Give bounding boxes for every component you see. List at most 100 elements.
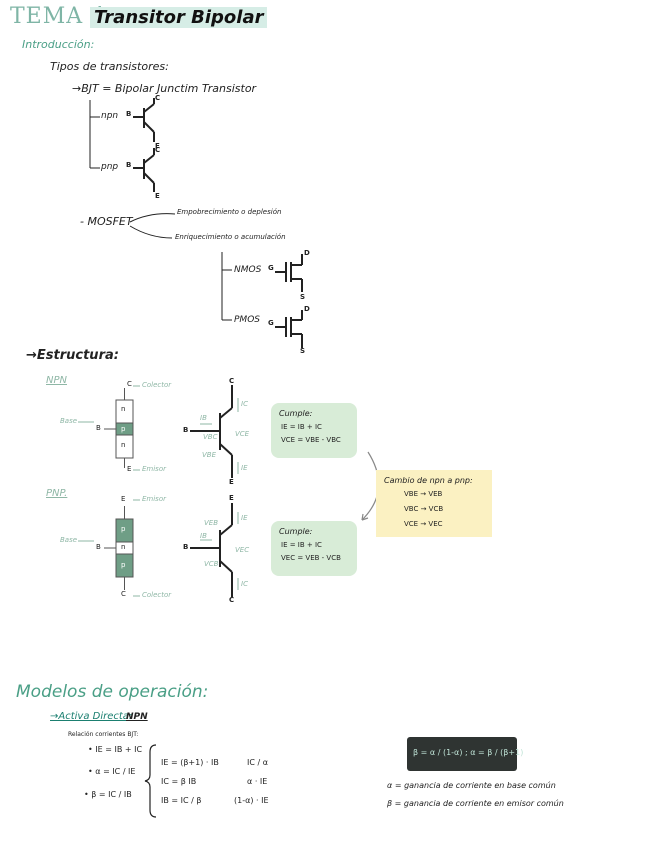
pnp-c-letter: C: [121, 590, 126, 598]
pnp-c-terminal: C: [155, 146, 161, 154]
cumple-pnp-line2: VEC = VEB - VCB: [281, 554, 341, 562]
beta-alpha-formula-box: β = α / (1-α) ; α = β / (β+1): [407, 737, 523, 771]
ie-equation: IE = (β+1) · IB: [161, 758, 219, 767]
npn-c-terminal: C: [155, 94, 161, 102]
cambio-note: Cambio de npn a pnp: VBE → VEB VBC → VCB…: [376, 470, 492, 537]
npn-b-terminal: B: [126, 110, 132, 118]
npn-colector-label: Colector: [142, 381, 172, 389]
cumple-npn-note: Cumple: IE = IB + IC VCE = VBE - VBC: [271, 403, 357, 458]
npn-layer-mid: p: [121, 425, 126, 433]
pnp-label: pnp: [101, 162, 119, 172]
alpha-note: α = ganancia de corriente en base común: [387, 781, 556, 790]
ic-equation: IC = β IB: [161, 777, 197, 786]
cumple-npn-line1: IE = IB + IC: [281, 423, 322, 431]
pnp-base-label: Base: [60, 536, 78, 544]
npn-sym-e: E: [229, 478, 234, 486]
npn-transistor-icon: [190, 385, 233, 478]
ib-alpha: (1-α) · IE: [234, 796, 269, 805]
estructura-heading: →Estructura:: [26, 348, 119, 363]
npn-layer-top: n: [121, 405, 126, 413]
cumple-pnp-line1: IE = IB + IC: [281, 541, 322, 549]
pnp-layer-bottom: p: [121, 561, 126, 569]
npn-e-terminal: E: [155, 142, 160, 150]
pnp-layer-top: p: [121, 525, 126, 533]
pnp-emisor-label: Emisor: [142, 495, 166, 503]
tipos-transistores: Tipos de transistores:: [50, 60, 169, 73]
pnp-ib-label: IB: [200, 532, 207, 540]
pnp-e-letter: E: [121, 495, 126, 503]
pnp-veb-label: VEB: [204, 519, 219, 527]
npn-ic-label: IC: [241, 400, 248, 408]
relacion-3: • β = IC / IB: [84, 790, 132, 799]
relacion-1: • IE = IB + IC: [88, 745, 143, 754]
activa-npn-label: NPN: [126, 712, 148, 722]
npn-ie-label: IE: [241, 464, 248, 472]
ie-alpha: IC / α: [247, 758, 268, 767]
npn-emisor-label: Emisor: [142, 465, 166, 473]
pmos-s-terminal: S: [300, 347, 306, 355]
pnp-transistor-icon: [190, 503, 233, 597]
npn-sym-c: C: [229, 377, 235, 385]
pmos-label: PMOS: [234, 315, 260, 325]
bjt-definition: →BJT = Bipolar Junctim Transistor: [72, 82, 257, 95]
beta-alpha-formula: β = α / (1-α) ; α = β / (β+1): [413, 748, 524, 757]
pnp-sym-c: C: [229, 596, 235, 604]
cumple-npn-title: Cumple:: [279, 409, 313, 418]
beta-note: β = ganancia de corriente en emisor comú…: [387, 799, 564, 808]
ic-alpha: α · IE: [247, 777, 268, 786]
npn-e-letter: E: [127, 465, 132, 473]
nmos-g-terminal: G: [268, 264, 274, 272]
cumple-pnp-title: Cumple:: [279, 527, 313, 536]
cambio-line2: VBC → VCB: [404, 505, 444, 513]
npn-symbol-icon: [133, 98, 155, 142]
cambio-line1: VBE → VEB: [404, 490, 443, 498]
npn-c-letter: C: [127, 380, 132, 388]
pnp-ic-label: IC: [241, 580, 248, 588]
relacion-label: Relación corrientes BJT:: [68, 731, 139, 738]
cambio-title: Cambio de npn a pnp:: [384, 476, 473, 485]
cumple-pnp-note: Cumple: IE = IB + IC VEC = VEB - VCB: [271, 521, 357, 576]
pnp-symbol-icon: [133, 148, 155, 192]
pnp-colector-label: Colector: [142, 591, 172, 599]
pnp-vec-label: VEC: [235, 546, 250, 554]
page-title: Transitor Bipolar: [90, 7, 268, 28]
ib-equation: IB = IC / β: [161, 796, 202, 805]
npn-b-letter: B: [96, 424, 101, 432]
enriquecimiento-label: Enriquecimiento o acumulación: [175, 233, 286, 241]
relacion-2: • α = IC / IE: [88, 767, 136, 776]
pnp-b-letter: B: [96, 543, 101, 551]
nmos-label: NMOS: [234, 265, 262, 275]
pnp-layer-mid: n: [121, 543, 126, 551]
intro-heading: Introducción:: [22, 38, 95, 51]
npn-vce-label: VCE: [235, 430, 250, 438]
pnp-b-terminal: B: [126, 161, 132, 169]
cambio-line3: VCE → VEC: [404, 520, 443, 528]
pnp-struct-label: PNP.: [46, 488, 68, 499]
pmos-g-terminal: G: [268, 319, 274, 327]
empobrecimiento-label: Empobrecimiento o deplesión: [177, 208, 282, 216]
npn-vbe-label: VBE: [202, 451, 217, 459]
pnp-vcb-label: VCB: [204, 560, 219, 568]
pnp-ie-label: IE: [241, 514, 248, 522]
pmos-symbol-icon: [275, 310, 303, 348]
nmos-s-terminal: S: [300, 293, 306, 301]
npn-label: npn: [101, 111, 119, 121]
mosfet-label: - MOSFET: [80, 215, 133, 228]
npn-vbc-label: VBC: [203, 433, 218, 441]
npn-layer-bottom: n: [121, 441, 126, 449]
nmos-d-terminal: D: [304, 249, 310, 257]
activa-directa-label: →Activa Directa:: [50, 711, 133, 722]
modelos-heading: Modelos de operación:: [16, 682, 209, 702]
npn-base-label: Base: [60, 417, 78, 425]
npn-sym-b: B: [183, 426, 189, 434]
npn-struct-label: NPN: [46, 375, 67, 386]
cumple-npn-line2: VCE = VBE - VBC: [281, 436, 341, 444]
pnp-sym-e: E: [229, 494, 234, 502]
nmos-symbol-icon: [275, 254, 303, 292]
pnp-sym-b: B: [183, 543, 189, 551]
pmos-d-terminal: D: [304, 305, 310, 313]
npn-ib-label: IB: [200, 414, 207, 422]
